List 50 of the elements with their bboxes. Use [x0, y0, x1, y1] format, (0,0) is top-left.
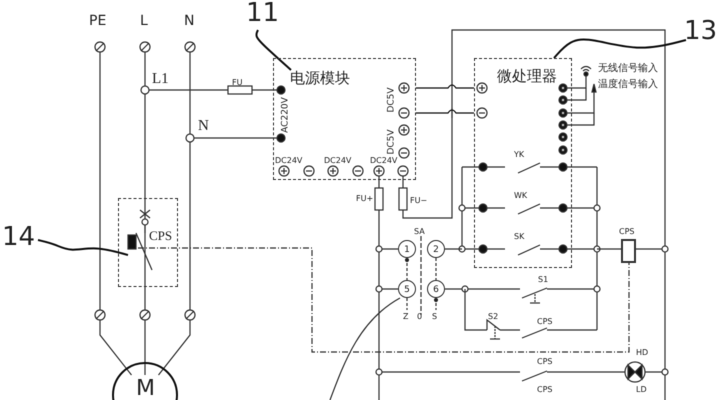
callout-number: 13 — [684, 18, 724, 50]
terminal-number: 5 — [398, 280, 416, 298]
fuse-label: FU+ — [356, 195, 374, 203]
wire-label: L1 — [152, 72, 169, 87]
terminal-number: 1 — [398, 240, 416, 258]
switch-label: SK — [514, 233, 524, 241]
position-label: S — [432, 313, 438, 321]
switch-label: WK — [514, 192, 528, 200]
contact-label: CPS — [537, 386, 552, 394]
voltage-label: DC5V — [388, 87, 396, 113]
circuit-breaker-box — [118, 198, 178, 287]
wire-label: N — [198, 119, 209, 134]
node-title: 微处理器 — [497, 69, 557, 84]
node-title: M — [136, 378, 155, 400]
voltage-label: DC24V — [324, 157, 352, 165]
node-title: CPS — [149, 229, 172, 242]
voltage-label: DC24V — [275, 157, 302, 165]
terminal-label: N — [184, 14, 194, 28]
leader-line — [38, 239, 128, 256]
position-label: Z — [403, 313, 408, 321]
switch-label: S2 — [488, 313, 498, 321]
terminal-number: 2 — [427, 240, 445, 258]
lamp-label: LD — [636, 386, 647, 394]
leader-line — [255, 30, 292, 71]
coil-label: CPS — [619, 228, 634, 236]
voltage-label: DC24V — [370, 157, 398, 165]
contact-label: CPS — [537, 358, 552, 366]
terminal-label: PE — [89, 14, 106, 28]
wire — [416, 109, 474, 114]
lamp-label: HD — [636, 349, 648, 357]
power-module-box — [273, 58, 416, 180]
switch-label: YK — [514, 151, 524, 159]
switch-label: SA — [414, 228, 425, 236]
voltage-label: DC5V — [388, 129, 396, 155]
switch-label: S1 — [538, 276, 548, 284]
callout-number: 11 — [246, 0, 282, 30]
wire — [416, 84, 474, 89]
terminal-label: L — [140, 14, 148, 28]
terminal-number: 6 — [427, 280, 445, 298]
fuse-label: FU — [232, 79, 242, 87]
signal-label: 无线信号输入 — [598, 64, 658, 74]
position-label: 0 — [417, 313, 422, 321]
contact-label: CPS — [537, 318, 552, 326]
microprocessor-box — [474, 58, 572, 268]
voltage-label: AC220V — [282, 97, 290, 133]
leader-line — [553, 38, 686, 59]
signal-label: 温度信号输入 — [598, 80, 658, 90]
node-title: 电源模块 — [290, 71, 350, 86]
fuse-label: FU− — [410, 197, 428, 205]
callout-number: 14 — [2, 224, 38, 254]
